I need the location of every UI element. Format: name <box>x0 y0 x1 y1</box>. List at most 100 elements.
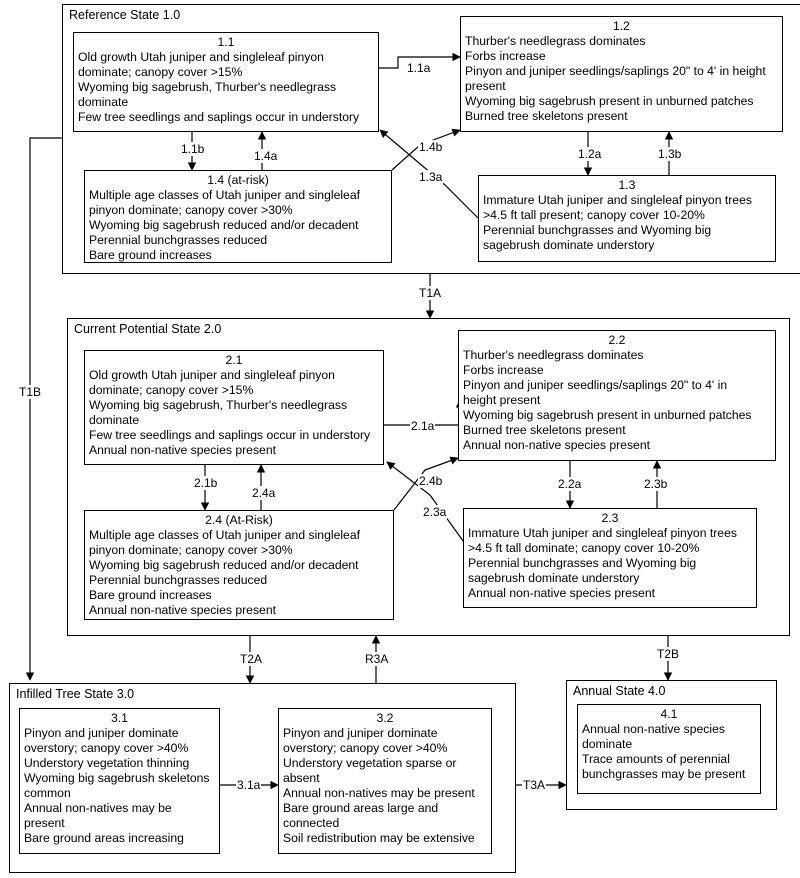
phase-line: common <box>24 786 71 800</box>
phase-line: Wyoming big sagebrush present in unburne… <box>463 408 752 422</box>
phase-box-4-1: 4.1 Annual non-native species dominate T… <box>577 704 761 794</box>
phase-line: Wyoming big sagebrush reduced and/or dec… <box>89 218 359 232</box>
state-3-title: Infilled Tree State 3.0 <box>16 687 135 701</box>
phase-id: 2.1 <box>225 353 243 367</box>
phase-line: Understory vegetation thinning <box>24 756 190 770</box>
phase-line: Trace amounts of perennial <box>582 752 730 766</box>
phase-line: Annual non-natives may be <box>24 801 172 815</box>
phase-line: Thurber's needlegrass dominates <box>463 348 644 362</box>
phase-line: present <box>465 79 506 93</box>
phase-line: pinyon dominate; canopy cover >30% <box>89 543 293 557</box>
phase-line: Bare ground increases <box>89 248 212 262</box>
label-R3A: R3A <box>364 652 390 666</box>
label-2-3b: 2.3b <box>643 477 669 491</box>
phase-line: Pinyon and juniper dominate <box>24 726 179 740</box>
phase-box-3-1: 3.1 Pinyon and juniper dominate overstor… <box>19 708 220 854</box>
phase-id: 4.1 <box>660 707 678 721</box>
state-1-container: Reference State 1.0 <box>62 4 800 274</box>
phase-line: Immature Utah juniper and singleleaf pin… <box>468 526 737 540</box>
phase-line: Multiple age classes of Utah juniper and… <box>89 188 360 202</box>
phase-line: pinyon dominate; canopy cover >30% <box>89 203 293 217</box>
phase-line: Old growth Utah juniper and singleleaf p… <box>89 368 335 382</box>
phase-line: Burned tree skeletons present <box>465 109 628 123</box>
phase-line: Immature Utah juniper and singleleaf pin… <box>483 193 752 207</box>
phase-line: Bare ground areas increasing <box>24 831 184 845</box>
phase-line: Wyoming big sagebrush skeletons <box>24 771 210 785</box>
phase-line: connected <box>283 816 340 830</box>
state-4-title: Annual State 4.0 <box>573 684 666 698</box>
phase-line: Annual non-native species present <box>468 586 655 600</box>
phase-line: overstory; canopy cover >40% <box>283 741 448 755</box>
phase-line: Perennial bunchgrasses and Wyoming big <box>483 223 712 237</box>
phase-id: 3.2 <box>376 711 394 725</box>
phase-line: Pinyon and juniper seedlings/saplings 20… <box>465 64 766 78</box>
label-2-4a: 2.4a <box>251 486 277 500</box>
phase-line: Understory vegetation sparse or <box>283 756 457 770</box>
phase-line: sagebrush dominate understory <box>483 238 655 252</box>
phase-box-2-3: 2.3 Immature Utah juniper and singleleaf… <box>463 508 757 608</box>
phase-box-2-4: 2.4 (At-Risk) Multiple age classes of Ut… <box>84 510 394 620</box>
phase-line: Wyoming big sagebrush present in unburne… <box>465 94 754 108</box>
phase-id: 2.4 (At-Risk) <box>205 513 273 527</box>
phase-id: 2.2 <box>608 333 626 347</box>
phase-line: Wyoming big sagebrush reduced and/or dec… <box>89 558 359 572</box>
phase-box-3-2: 3.2 Pinyon and juniper dominate overstor… <box>278 708 492 854</box>
label-2-1a: 2.1a <box>410 419 436 433</box>
phase-line: Annual non-native species <box>582 722 725 736</box>
phase-line: dominate <box>89 413 140 427</box>
phase-line: Wyoming big sagebrush, Thurber's needleg… <box>78 80 337 94</box>
label-2-1b: 2.1b <box>193 476 219 490</box>
phase-line: overstory; canopy cover >40% <box>24 741 189 755</box>
phase-line: Annual non-native species present <box>89 443 276 457</box>
phase-line: Old growth Utah juniper and singleleaf p… <box>78 50 324 64</box>
label-2-2a: 2.2a <box>557 477 583 491</box>
phase-line: dominate; canopy cover >15% <box>89 383 254 397</box>
phase-line: present <box>24 816 65 830</box>
label-3-1a: 3.1a <box>236 778 262 792</box>
phase-line: Forbs increase <box>463 363 544 377</box>
phase-line: sagebrush dominate understory <box>468 571 640 585</box>
phase-line: Burned tree skeletons present <box>463 423 626 437</box>
phase-line: >4.5 ft tall present; canopy cover 10-20… <box>483 208 705 222</box>
phase-line: Soil redistribution may be extensive <box>283 831 475 845</box>
phase-box-2-2: 2.2 Thurber's needlegrass dominates Forb… <box>458 330 776 461</box>
label-T3A: T3A <box>522 778 547 792</box>
phase-line: Few tree seedlings and saplings occur in… <box>89 428 371 442</box>
phase-box-1-2: 1.2 Thurber's needlegrass dominates Forb… <box>460 16 783 132</box>
phase-line: Multiple age classes of Utah juniper and… <box>89 528 360 542</box>
label-T2A: T2A <box>239 652 264 666</box>
phase-box-1-3: 1.3 Immature Utah juniper and singleleaf… <box>478 175 776 262</box>
label-1-3b: 1.3b <box>657 147 683 161</box>
phase-line: Few tree seedlings and saplings occur in… <box>78 110 360 124</box>
arrow-T1B <box>25 137 62 681</box>
state-2-title: Current Potential State 2.0 <box>74 322 222 336</box>
phase-line: Annual non-native species present <box>463 438 650 452</box>
phase-id: 1.3 <box>618 178 636 192</box>
state-2-container: Current Potential State 2.0 <box>67 318 790 636</box>
phase-id: 2.3 <box>601 511 619 525</box>
state-4-container: Annual State 4.0 <box>566 680 777 810</box>
label-1-2a: 1.2a <box>577 147 603 161</box>
phase-line: Thurber's needlegrass dominates <box>465 34 646 48</box>
label-2-3a: 2.3a <box>422 505 448 519</box>
phase-line: Perennial bunchgrasses reduced <box>89 233 268 247</box>
phase-line: >4.5 ft tall dominate; canopy cover 10-2… <box>468 541 700 555</box>
phase-line: Bare ground areas large and <box>283 801 439 815</box>
phase-box-2-1: 2.1 Old growth Utah juniper and singlele… <box>84 350 384 465</box>
label-T1A: T1A <box>418 286 443 300</box>
phase-line: Perennial bunchgrasses and Wyoming big <box>468 556 697 570</box>
phase-id: 1.1 <box>217 35 235 49</box>
phase-line: Pinyon and juniper seedlings/saplings 20… <box>463 378 728 392</box>
label-1-3a: 1.3a <box>418 170 444 184</box>
label-2-4b: 2.4b <box>418 474 444 488</box>
state-3-container: Infilled Tree State 3.0 <box>9 683 516 873</box>
phase-line: bunchgrasses may be present <box>582 767 746 781</box>
phase-line: dominate <box>78 95 129 109</box>
phase-line: Annual non-native species present <box>89 603 276 617</box>
label-1-4a: 1.4a <box>253 149 279 163</box>
label-T2B: T2B <box>656 647 681 661</box>
label-1-1b: 1.1b <box>180 142 206 156</box>
phase-line: Pinyon and juniper dominate <box>283 726 438 740</box>
phase-line: height present <box>463 393 541 407</box>
label-T1B: T1B <box>18 385 43 399</box>
